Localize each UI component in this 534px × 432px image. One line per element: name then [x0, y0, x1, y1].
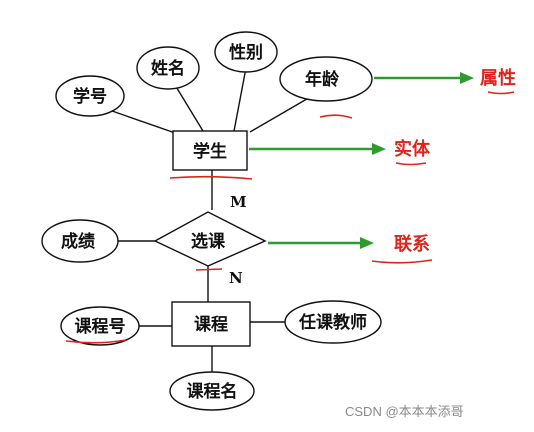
watermark: CSDN @本本本添哥: [345, 404, 464, 419]
entity-student-label: 学生: [193, 141, 227, 162]
connector-gender: [233, 67, 247, 132]
attribute-name: 姓名: [136, 46, 200, 90]
attribute-age-label: 年龄: [305, 69, 340, 90]
attribute-course-id-ellipse: [60, 306, 140, 346]
relationship-diamond: [153, 211, 267, 267]
red-underline-attribute: [487, 91, 515, 95]
entity-course-label: 课程: [194, 315, 228, 335]
red-underline-course-id: [65, 339, 127, 344]
attribute-age-ellipse: [279, 56, 373, 102]
red-underline-entity: [395, 162, 427, 166]
attribute-name-label: 姓名: [151, 58, 185, 79]
attribute-student-id-label: 学号: [73, 86, 107, 107]
connector-age: [249, 95, 313, 133]
relationship-select-course: 选课: [153, 211, 267, 267]
attribute-course-id: 课程号: [60, 306, 140, 346]
attribute-course-name: 课程名: [169, 371, 255, 411]
attribute-grade: 成绩: [41, 219, 119, 263]
arrow-relationship: [268, 237, 374, 249]
arrow-entity: [249, 143, 386, 155]
red-underline-student: [169, 175, 253, 180]
annotation-attribute: 属性: [480, 67, 516, 89]
arrow-relationship-head: [360, 237, 374, 249]
entity-student: 学生: [172, 130, 248, 171]
red-underline-relationship: [195, 268, 223, 271]
attribute-name-ellipse: [136, 46, 200, 90]
attribute-course-name-ellipse: [169, 371, 255, 411]
attribute-age: 年龄: [279, 56, 373, 102]
red-underline-relationship-note: [371, 259, 433, 264]
attribute-grade-label: 成绩: [61, 231, 95, 252]
attribute-gender-ellipse: [214, 31, 278, 73]
entity-course-box: [171, 301, 251, 347]
entity-student-box: [172, 130, 248, 171]
annotation-entity: 实体: [394, 138, 431, 160]
attribute-student-id-ellipse: [55, 75, 125, 117]
attribute-student-id: 学号: [55, 75, 125, 117]
red-underline-age: [319, 114, 353, 119]
arrow-attribute-head: [460, 72, 474, 84]
attribute-instructor: 任课教师: [284, 300, 382, 344]
attribute-instructor-ellipse: [284, 300, 382, 344]
cardinality-n: N: [229, 269, 243, 287]
attribute-grade-ellipse: [41, 219, 119, 263]
arrow-attribute: [374, 72, 474, 84]
entity-course: 课程: [171, 301, 251, 347]
attribute-gender: 性别: [214, 31, 278, 73]
red-underline-marks: [65, 91, 515, 344]
annotation-relationship: 联系: [394, 234, 430, 255]
arrow-entity-head: [372, 143, 386, 155]
attribute-course-id-label: 课程号: [75, 317, 126, 337]
cardinality-m: M: [230, 193, 247, 211]
attribute-gender-label: 性别: [229, 42, 263, 63]
attribute-instructor-label: 任课教师: [298, 312, 367, 333]
relationship-label: 选课: [191, 232, 226, 252]
attribute-course-name-label: 课程名: [187, 381, 238, 402]
